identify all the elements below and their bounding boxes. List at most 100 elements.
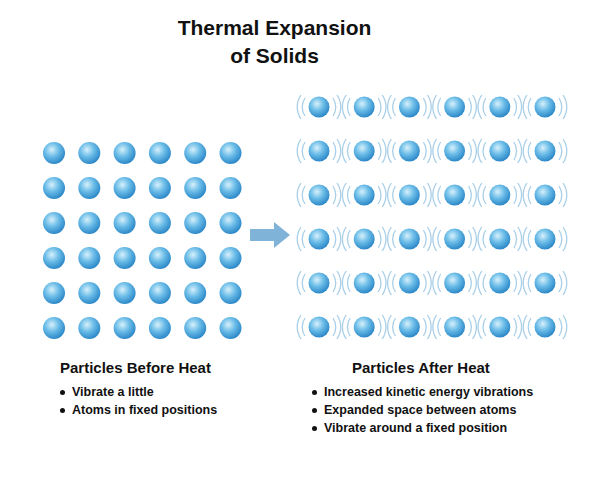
particle: [78, 212, 100, 234]
vibration-mark: [423, 142, 426, 160]
particle: [354, 97, 375, 118]
particle: [309, 185, 330, 206]
vibration-mark: [297, 95, 301, 119]
vibration-mark: [378, 318, 381, 336]
vibrating-particle: [388, 271, 432, 295]
vibration-mark: [438, 142, 441, 160]
vibration-mark: [469, 318, 472, 336]
vibration-mark: [478, 227, 482, 251]
vibration-mark: [483, 98, 486, 116]
vibration-mark: [423, 186, 426, 204]
particle: [399, 185, 420, 206]
vibration-mark: [478, 315, 482, 339]
vibration-mark: [478, 139, 482, 163]
vibration-mark: [518, 139, 522, 163]
vibration-mark: [559, 98, 562, 116]
vibration-mark: [518, 271, 522, 295]
vibrating-particle: [388, 315, 432, 339]
vibration-mark: [337, 315, 341, 339]
vibration-mark: [563, 227, 567, 251]
vibration-mark: [483, 318, 486, 336]
vibration-mark: [423, 98, 426, 116]
particle: [354, 141, 375, 162]
particle: [114, 177, 136, 199]
vibrating-particle: [478, 139, 522, 163]
vibration-mark: [473, 95, 477, 119]
vibration-mark: [347, 186, 350, 204]
particle: [184, 282, 206, 304]
vibration-mark: [378, 142, 381, 160]
particle: [444, 97, 465, 118]
transition-arrow: [250, 222, 290, 248]
vibration-mark: [433, 183, 437, 207]
vibrating-particle: [388, 227, 432, 251]
vibration-mark: [423, 230, 426, 248]
vibrating-particle: [342, 271, 386, 295]
vibrating-particle: [342, 95, 386, 119]
bullet-point: Expanded space between atoms: [310, 403, 516, 417]
vibration-mark: [438, 98, 441, 116]
vibrating-particle: [433, 95, 477, 119]
vibrating-particle: [433, 271, 477, 295]
vibration-mark: [302, 230, 305, 248]
particle: [220, 212, 242, 234]
particle: [444, 141, 465, 162]
particle: [78, 317, 100, 339]
particle: [399, 273, 420, 294]
vibration-mark: [302, 274, 305, 292]
vibration-mark: [388, 183, 392, 207]
vibration-mark: [382, 227, 386, 251]
particle: [535, 185, 556, 206]
vibration-mark: [378, 230, 381, 248]
vibration-mark: [347, 98, 350, 116]
vibrating-particle: [433, 315, 477, 339]
vibration-mark: [528, 230, 531, 248]
vibrating-particle: [388, 95, 432, 119]
vibration-mark: [433, 95, 437, 119]
particle: [43, 212, 65, 234]
vibration-mark: [378, 186, 381, 204]
vibration-mark: [393, 98, 396, 116]
vibrating-particle: [523, 95, 567, 119]
vibration-mark: [473, 271, 477, 295]
vibration-mark: [523, 315, 527, 339]
vibration-mark: [342, 227, 346, 251]
vibrating-particle: [342, 183, 386, 207]
particle: [220, 317, 242, 339]
particle: [114, 247, 136, 269]
vibration-mark: [473, 183, 477, 207]
vibration-mark: [423, 318, 426, 336]
vibration-mark: [483, 274, 486, 292]
particle: [184, 212, 206, 234]
vibration-mark: [563, 183, 567, 207]
vibration-mark: [473, 227, 477, 251]
vibrating-particle: [433, 139, 477, 163]
vibration-mark: [297, 271, 301, 295]
vibration-mark: [469, 274, 472, 292]
particle: [149, 282, 171, 304]
vibrating-particle: [297, 227, 341, 251]
vibration-mark: [342, 139, 346, 163]
vibrating-particle: [388, 139, 432, 163]
vibrating-particle: [433, 227, 477, 251]
vibration-mark: [302, 98, 305, 116]
particle: [78, 142, 100, 164]
vibration-mark: [514, 274, 517, 292]
particle-grid-after: [297, 95, 567, 339]
vibrating-particle: [523, 227, 567, 251]
vibrating-particle: [478, 95, 522, 119]
vibrating-particle: [342, 139, 386, 163]
vibration-mark: [382, 183, 386, 207]
vibration-mark: [427, 139, 431, 163]
vibration-mark: [483, 230, 486, 248]
particle: [399, 229, 420, 250]
particle: [149, 142, 171, 164]
particle: [309, 97, 330, 118]
vibration-mark: [297, 227, 301, 251]
vibrating-particle: [297, 139, 341, 163]
vibration-mark: [342, 183, 346, 207]
particle: [43, 142, 65, 164]
particle: [489, 185, 510, 206]
vibrating-particle: [433, 183, 477, 207]
vibration-mark: [342, 271, 346, 295]
